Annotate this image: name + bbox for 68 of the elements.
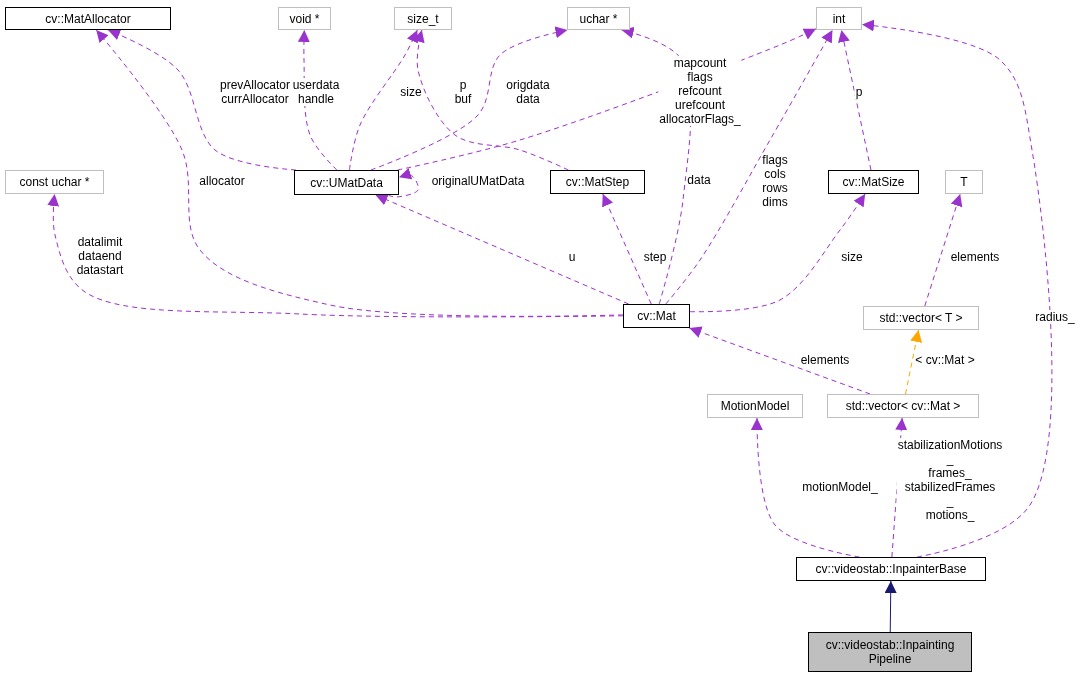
edge-label: data (686, 173, 712, 187)
edge-label: elements (949, 250, 1001, 264)
arrow (348, 29, 418, 171)
arrow (413, 29, 569, 171)
class-name: uchar * (579, 11, 618, 26)
class-name: std::vector< cv::Mat > (845, 399, 961, 413)
class-box (550, 170, 645, 194)
edge-label: radius_ (1034, 310, 1076, 324)
edge-label: userdata handle (291, 78, 341, 106)
class-name: cv::videostab::InpainterBase (815, 562, 967, 576)
edge-label: elements (799, 353, 851, 367)
class-name: MotionModel (720, 399, 790, 413)
edge-label: mapcount flags refcount urefcount allocatorFlags_ (658, 56, 742, 126)
class-box (827, 394, 979, 418)
class-name: const uchar * (19, 175, 90, 189)
class-box (863, 306, 979, 330)
class-box (567, 7, 630, 30)
edge-label: originalUMatData (430, 174, 526, 188)
arrow (861, 19, 1053, 558)
class-box (394, 7, 452, 30)
arrow (688, 326, 871, 395)
edge-label: size (840, 250, 864, 264)
class-box (945, 170, 983, 194)
arrow (47, 193, 624, 318)
class-name: cv::UMatData (310, 175, 383, 190)
class-name: cv::MatStep (565, 175, 630, 189)
class-box (828, 170, 919, 194)
arrow (884, 580, 897, 633)
edge-label: motionModel_ (801, 480, 879, 494)
edge-label: size (399, 85, 423, 99)
class-box (796, 557, 986, 581)
class-box (816, 7, 862, 30)
class-name: size_t (407, 11, 439, 26)
class-name: cv::MatSize (842, 175, 905, 189)
edge-label: allocator (198, 174, 246, 188)
arrow (838, 29, 872, 171)
edge-label: datalimit dataend datastart (75, 235, 125, 277)
edge-label: flags cols rows dims (761, 153, 789, 209)
class-name: std::vector< T > (879, 311, 963, 325)
class-box (5, 170, 104, 194)
arrow (107, 28, 297, 171)
class-name: T (960, 175, 968, 189)
arrow (904, 329, 922, 395)
class-box (808, 632, 972, 672)
arrow (297, 29, 338, 171)
edge-label: origdata data (505, 78, 551, 106)
class-box (278, 7, 331, 30)
class-box (623, 304, 690, 328)
arrow (387, 168, 419, 198)
arrow (602, 193, 652, 305)
class-name: cv::videostab::Inpainting Pipeline (824, 638, 956, 666)
class-box (5, 7, 171, 30)
arrow (689, 193, 866, 313)
arrow (924, 193, 963, 307)
arrow (95, 29, 624, 317)
edge-label: stabilizationMotions _ frames_ stabilizedFrames _ motions_ (896, 438, 1004, 522)
edge-label: step (642, 250, 668, 264)
arrow (375, 194, 630, 305)
class-box (294, 170, 399, 195)
class-box (707, 394, 803, 418)
edge-label: < cv::Mat > (914, 353, 976, 367)
class-name: int (832, 11, 846, 26)
class-name: void * (289, 11, 320, 26)
arrow (665, 29, 833, 305)
arrow (370, 26, 568, 171)
class-name: cv::MatAllocator (45, 11, 131, 26)
class-name: cv::Mat (637, 309, 676, 323)
edge-label: prevAllocator currAllocator (219, 78, 291, 106)
